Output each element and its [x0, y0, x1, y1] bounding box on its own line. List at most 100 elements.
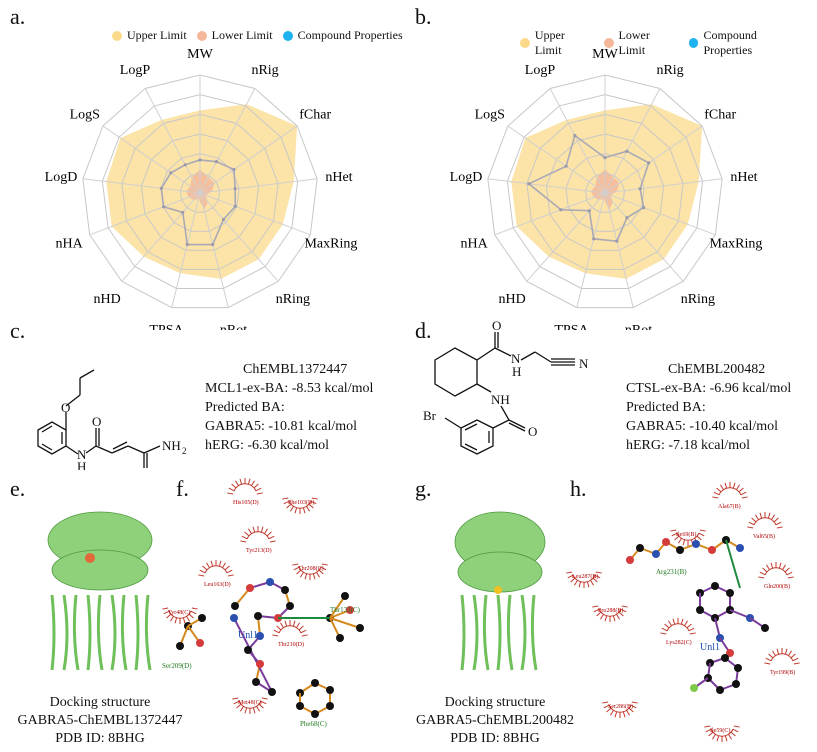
caption-g: Docking structure GABRA5-ChEMBL200482 PD… — [395, 694, 595, 748]
radar-compound-point — [642, 206, 646, 210]
panel-label-b: b. — [415, 4, 432, 29]
residue-hydrophobic-arc — [282, 497, 318, 514]
residue-label: Leu287(B) — [572, 573, 598, 580]
radar-spoke — [604, 88, 661, 194]
atom-n-amide: N — [77, 447, 87, 462]
molecule-c-line3: GABRA5: -10.81 kcal/mol — [205, 419, 358, 434]
residue-hbond-label: Thr133(C) — [330, 606, 361, 614]
ligand-atom — [336, 634, 344, 642]
radar-grid-ring — [545, 133, 665, 251]
ligand-atom — [326, 686, 334, 694]
radar-spoke — [604, 192, 684, 282]
radar-spoke — [487, 178, 606, 194]
radar-compound-point — [183, 163, 187, 167]
molecule-name-d: ChEMBL200482 — [668, 362, 766, 377]
compound-swatch — [688, 38, 699, 48]
ligand-atom — [244, 646, 252, 654]
molecule-structure-d: O N H N NH O Br — [423, 318, 589, 455]
radar-spoke — [604, 192, 634, 308]
radar-spoke — [526, 192, 606, 282]
radar-compound-point — [615, 239, 619, 243]
ligand-atom — [662, 538, 670, 546]
radar-axis-label: LogD — [45, 170, 78, 185]
residue-label: His105(D) — [233, 499, 259, 506]
ligand-atom — [198, 614, 206, 622]
residue-hydrophobic-arc — [240, 526, 276, 543]
atom-n-nitrile: N — [579, 356, 589, 371]
residue-label: Met48(C) — [238, 699, 262, 706]
radar-spoke — [199, 178, 318, 194]
caption-e-line1: Docking structure — [49, 695, 151, 710]
residue-label: Tyr213(D) — [246, 547, 272, 554]
radar-axis-label: nHet — [325, 170, 352, 185]
atom-nh2: NH — [162, 438, 181, 453]
molecule-structure-c: O N H O O NH 2 — [37, 369, 187, 470]
ligand-atom — [254, 612, 262, 620]
panel-label-g: g. — [415, 476, 432, 501]
radar-grid-ring — [101, 94, 299, 289]
residue-hydrophobic-arc — [602, 701, 638, 718]
residue-hydrophobic-arc — [747, 512, 783, 529]
residue-label: Leu163(D) — [204, 581, 231, 588]
radar-compound-point — [169, 171, 173, 175]
residue-label: Ala67(B) — [718, 503, 741, 510]
residue-label: Tyr48(C) — [168, 609, 190, 616]
radar-compound-point — [559, 208, 563, 212]
ligand-atom — [734, 664, 742, 672]
radar-spoke — [494, 192, 606, 236]
radar-axis-label: LogS — [70, 107, 100, 122]
residue-hydrophobic-arc — [272, 620, 308, 637]
radar-axis-label: nHet — [730, 170, 757, 185]
radar-grid-ring — [82, 74, 318, 309]
radar-spoke — [604, 178, 723, 194]
atom-h-amide: H — [77, 459, 86, 470]
radar-spoke — [102, 125, 201, 194]
ligand-atom — [721, 654, 729, 662]
radar-axis-label: nRot — [220, 323, 247, 330]
radar-axis-label: LogD — [450, 170, 483, 185]
ligand-atom — [626, 556, 634, 564]
residue-hydrophobic-arc — [764, 648, 800, 665]
ligand-atom — [356, 624, 364, 632]
radar-spoke — [121, 192, 201, 282]
radar-axis-label: nRing — [681, 292, 715, 307]
radar-compound-point — [638, 187, 642, 191]
panel-label-d: d. — [415, 318, 432, 343]
ligand-atom — [256, 660, 264, 668]
caption-e-line2: GABRA5-ChEMBL1372447 — [17, 713, 183, 728]
radar-grid-ring — [526, 113, 684, 270]
ligand-atom — [761, 624, 769, 632]
protein-structure-g — [454, 511, 546, 671]
caption-e: Docking structure GABRA5-ChEMBL1372447 P… — [0, 694, 200, 748]
ligand-atom — [652, 550, 660, 558]
atom-o-carbonyl-d2: O — [528, 424, 537, 439]
radar-axis-label: MW — [592, 47, 618, 62]
radar-axis-label: MW — [187, 47, 213, 62]
radar-axis-label: nRot — [625, 323, 652, 330]
radar-compound-point — [603, 156, 607, 160]
molecule-c-line1: MCL1-ex-BA: -8.53 kcal/mol — [205, 381, 374, 396]
radar-compound-point — [233, 187, 237, 191]
molecule-d-line4: hERG: -7.18 kcal/mol — [626, 438, 751, 453]
residue-label: Tyr199(B) — [770, 669, 795, 676]
molecule-info-c: ChEMBL1372447 MCL1-ex-BA: -8.53 kcal/mol… — [205, 360, 373, 455]
legend-b: Upper Limit Lower Limit Compound Propert… — [520, 28, 817, 58]
radar-compound-point — [647, 161, 651, 165]
radar-axis-label: MaxRing — [304, 237, 357, 252]
ligand-atom — [311, 710, 319, 718]
residue-hydrophobic-arc — [758, 562, 794, 579]
radar-spoke — [199, 192, 229, 308]
atom-o-carbonyl-1: O — [92, 414, 101, 429]
atom-br: Br — [423, 408, 437, 423]
legend-upper-label: Upper Limit — [534, 28, 565, 57]
ligand-bond — [329, 617, 361, 629]
residue-hydrophobic-arc — [198, 560, 234, 577]
panel-label-c: c. — [10, 318, 26, 343]
ligand-atom — [286, 602, 294, 610]
residue-hydrophobic-arc — [292, 563, 328, 580]
radar-compound-line — [527, 134, 650, 242]
lower-limit-swatch — [196, 30, 207, 41]
residue-label: Ile59(C) — [710, 727, 730, 734]
ligand-bond — [725, 539, 741, 589]
radar-compound-point — [573, 133, 577, 138]
